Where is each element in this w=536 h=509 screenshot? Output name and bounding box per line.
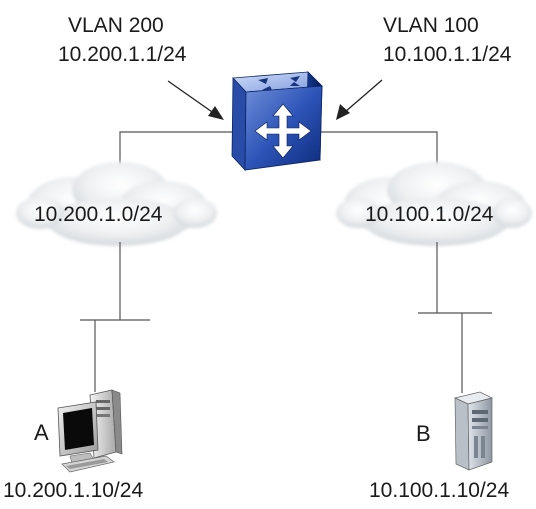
vlan-200-ip: 10.200.1.1/24	[58, 43, 187, 66]
vlan-200-label: VLAN 200	[68, 14, 164, 37]
network-right-label: 10.100.1.0/24	[365, 203, 494, 226]
vlan-100-ip: 10.100.1.1/24	[383, 43, 512, 66]
desktop-pc-icon	[57, 389, 123, 473]
segment-left	[80, 242, 150, 392]
host-a-ip: 10.200.1.10/24	[3, 479, 144, 502]
router-top-arrows-icon	[258, 76, 300, 90]
arrow-left	[167, 80, 224, 120]
segment-right	[418, 242, 492, 393]
network-left-label: 10.200.1.0/24	[34, 203, 163, 226]
server-icon	[453, 391, 494, 471]
router-icon	[231, 71, 323, 172]
host-a-letter: A	[34, 420, 49, 445]
cloud-left	[16, 162, 217, 246]
cloud-right	[336, 162, 532, 246]
router-crossarrow-icon	[254, 103, 312, 159]
host-b-letter: B	[416, 421, 431, 446]
host-b-ip: 10.100.1.10/24	[369, 479, 510, 502]
arrow-right	[336, 79, 383, 120]
vlan-100-label: VLAN 100	[383, 14, 479, 37]
